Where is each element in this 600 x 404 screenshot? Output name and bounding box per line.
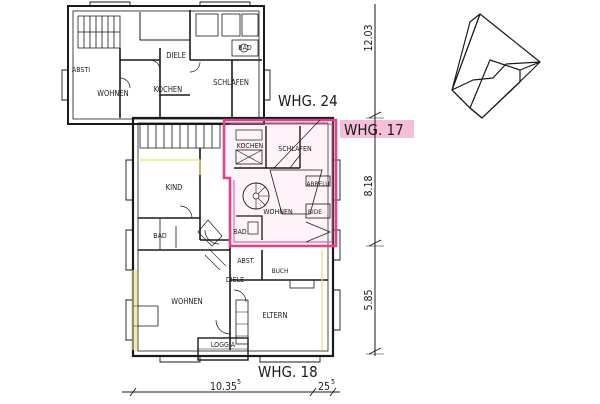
whg18-highlight xyxy=(132,159,323,352)
dimension-right xyxy=(366,4,384,356)
dimension-label: 10.35 xyxy=(210,381,237,393)
room-label: ABRELU xyxy=(307,180,330,188)
room-label: WOHNEN xyxy=(97,89,128,98)
stairs-upper-left xyxy=(77,15,121,49)
dimension-label: 25 xyxy=(318,381,330,393)
room-label: KOCHEN xyxy=(237,142,264,150)
unit-label-whg18: WHG. 18 xyxy=(258,363,318,381)
dimension-label: 5.85 xyxy=(363,289,375,310)
dimension-bottom xyxy=(122,387,340,397)
room-label: BAD xyxy=(233,228,247,236)
room-label: BAD xyxy=(153,232,167,240)
room-label: BUCH xyxy=(272,267,289,275)
unit-label-whg24: WHG. 24 xyxy=(278,92,338,110)
room-label: KIND xyxy=(166,183,183,192)
unit-label-whg17: WHG. 17 xyxy=(344,121,404,139)
north-arrow-icon xyxy=(451,13,541,119)
dimension-label-sup: 5 xyxy=(331,378,335,386)
room-label: WOHNEN xyxy=(263,208,293,216)
room-label: DIELE xyxy=(226,276,244,284)
dimension-label: 8.18 xyxy=(363,175,375,196)
dimension-label: 12.03 xyxy=(363,24,375,51)
whg17-label-box xyxy=(340,120,414,138)
room-label: ABST. xyxy=(237,257,255,265)
unit-labels: WHG. 24 WHG. 17 WHG. 18 xyxy=(258,92,404,381)
room-label: DIELE xyxy=(166,51,185,60)
whg17-apartment xyxy=(222,118,338,248)
room-label: BAD xyxy=(238,44,252,52)
building-lower xyxy=(125,116,341,363)
room-label: BIDE xyxy=(308,208,322,216)
building-upper xyxy=(61,1,271,125)
room-label: ELTERN xyxy=(262,311,287,320)
room-label: KOCHEN xyxy=(154,85,182,94)
room-label: ABSTI xyxy=(72,66,90,74)
stairs-middle xyxy=(139,123,221,149)
room-label: SCHLAFEN xyxy=(213,78,249,87)
room-labels: ABSTI WOHNEN DIELE KOCHEN BAD SCHLAFEN K… xyxy=(72,44,330,349)
dimension-label-sup: 5 xyxy=(237,378,241,386)
room-label: SCHLAFEN xyxy=(278,145,312,153)
room-label: WOHNEN xyxy=(171,297,202,306)
room-label: LOGGIA xyxy=(211,341,236,349)
